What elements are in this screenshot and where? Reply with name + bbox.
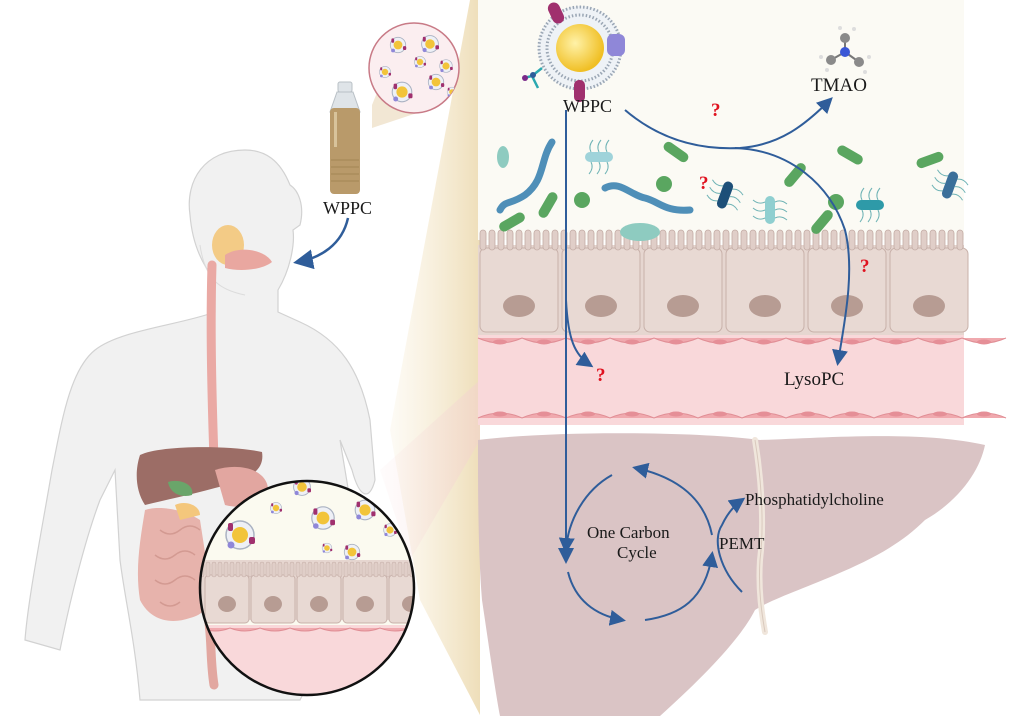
lysopc-label: LysoPC bbox=[784, 369, 845, 390]
gut-microbiota bbox=[496, 138, 969, 241]
micelle-particle-icon bbox=[427, 73, 445, 91]
mouth bbox=[225, 249, 272, 270]
cycle-arrow-right bbox=[644, 551, 719, 621]
body-liver bbox=[136, 447, 263, 505]
bacterium-icon bbox=[752, 196, 788, 224]
intestines bbox=[137, 508, 212, 621]
liver bbox=[478, 433, 985, 716]
bacterium-icon bbox=[706, 179, 744, 211]
bacterium-icon bbox=[856, 187, 884, 223]
one-carbon-cycle-label-line2: Cycle bbox=[617, 543, 657, 562]
epithelial-cell bbox=[725, 247, 805, 333]
epithelial-cell bbox=[643, 247, 723, 333]
bacterium-icon bbox=[916, 151, 944, 169]
micelle-particle-icon bbox=[391, 81, 413, 103]
micelle-particle-icon bbox=[383, 523, 397, 537]
bacterium-icon bbox=[499, 212, 525, 232]
ingestion-arrow bbox=[293, 217, 350, 270]
one-carbon-cycle-label-line1: One Carbon bbox=[587, 523, 670, 542]
pemt-label: PEMT bbox=[719, 534, 765, 553]
epithelial-cell bbox=[479, 247, 559, 333]
coccus-icon bbox=[828, 194, 844, 210]
micelle-particle-icon bbox=[439, 59, 453, 73]
coccus-icon bbox=[574, 192, 590, 208]
bacterium-icon bbox=[663, 141, 689, 163]
epithelial-cell bbox=[561, 247, 641, 333]
gallbladder bbox=[168, 480, 193, 496]
coccus-icon bbox=[656, 176, 672, 192]
epithelial-cell bbox=[889, 247, 969, 333]
wppc-micelle-icon bbox=[522, 2, 625, 102]
bacterium-icon bbox=[811, 210, 833, 234]
arrow-to-phosphatidylcholine bbox=[716, 497, 746, 593]
unknown-mark-tmao: ? bbox=[711, 100, 721, 121]
micelle-particle-icon bbox=[421, 35, 439, 53]
epithelial-cell bbox=[807, 247, 887, 333]
zoom-beam-vessel bbox=[380, 380, 480, 560]
cycle-arrow-top-left bbox=[558, 474, 613, 554]
bacterium-icon bbox=[538, 192, 558, 218]
micelle-particle-icon bbox=[343, 543, 361, 561]
micelle-particle-icon bbox=[354, 499, 376, 521]
blood-vessel bbox=[478, 335, 964, 425]
wppc-bottle-label: WPPC bbox=[323, 198, 373, 218]
micelle-particle-icon bbox=[414, 56, 426, 68]
micelle-particle-icon bbox=[311, 506, 335, 530]
unknown-mark-lysopc: ? bbox=[860, 256, 870, 277]
micelle-particle-icon bbox=[293, 481, 311, 496]
micelle-particle-icon bbox=[321, 542, 333, 554]
micelle-particle-icon bbox=[225, 520, 255, 550]
bacterium-icon bbox=[931, 169, 969, 201]
cycle-arrow-bottom-left bbox=[567, 571, 626, 626]
bacterium-icon bbox=[585, 139, 613, 175]
micelle-particle-icon bbox=[379, 66, 391, 78]
arrow-to-unknown-absorption bbox=[565, 299, 594, 368]
vessel-endothelium bbox=[477, 337, 1007, 419]
tmao-label: TMAO bbox=[811, 75, 867, 96]
unknown-mark-bacteria: ? bbox=[699, 173, 709, 194]
wppc-micelle-label: WPPC bbox=[563, 96, 613, 116]
bacterium-icon bbox=[837, 145, 863, 165]
pathway-arrows bbox=[558, 97, 851, 626]
esophagus bbox=[206, 260, 219, 465]
micelle-particle-icon bbox=[270, 502, 282, 514]
unknown-mark-absorption: ? bbox=[596, 365, 606, 386]
intestinal-epithelium bbox=[478, 229, 969, 335]
bottle-zoom-circle bbox=[368, 22, 460, 114]
arrow-to-lysopc bbox=[734, 147, 851, 366]
tmao-molecule-icon bbox=[819, 26, 871, 74]
micelle-particle-icon bbox=[389, 36, 407, 54]
phosphatidylcholine-label: Phosphatidylcholine bbox=[745, 490, 884, 509]
cycle-arrow-top-right bbox=[632, 462, 713, 536]
